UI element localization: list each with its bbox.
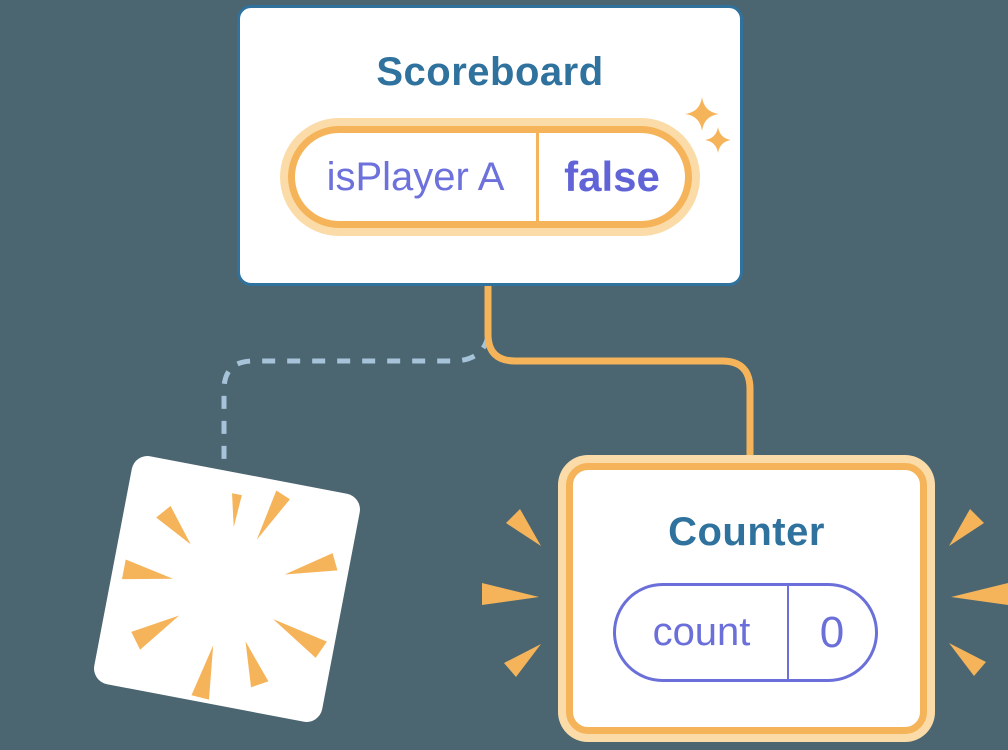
destroyed-component-square: [91, 453, 363, 725]
scoreboard-title: Scoreboard: [376, 50, 604, 94]
counter-title: Counter: [668, 510, 825, 554]
scoreboard-state-key: isPlayer A: [326, 154, 505, 199]
pill-divider: [536, 133, 539, 221]
destroyed-connection-dashed-line: [221, 335, 491, 463]
active-connection-line: [484, 284, 754, 458]
scoreboard-state-value: false: [564, 153, 660, 200]
burst-poof-icon: [121, 490, 338, 700]
counter-state-pill: count 0: [613, 583, 878, 682]
counter-state-key: count: [652, 610, 751, 654]
scoreboard-state-pill: isPlayer A false: [288, 126, 692, 228]
counter-component-card: Counter count 0: [566, 463, 927, 734]
emphasis-spark-icon-right: [949, 509, 1008, 676]
counter-state-value: 0: [819, 607, 845, 657]
pill-divider: [787, 586, 789, 679]
emphasis-spark-icon-left: [482, 509, 541, 677]
scoreboard-component-card: Scoreboard isPlayer A false: [237, 5, 743, 286]
